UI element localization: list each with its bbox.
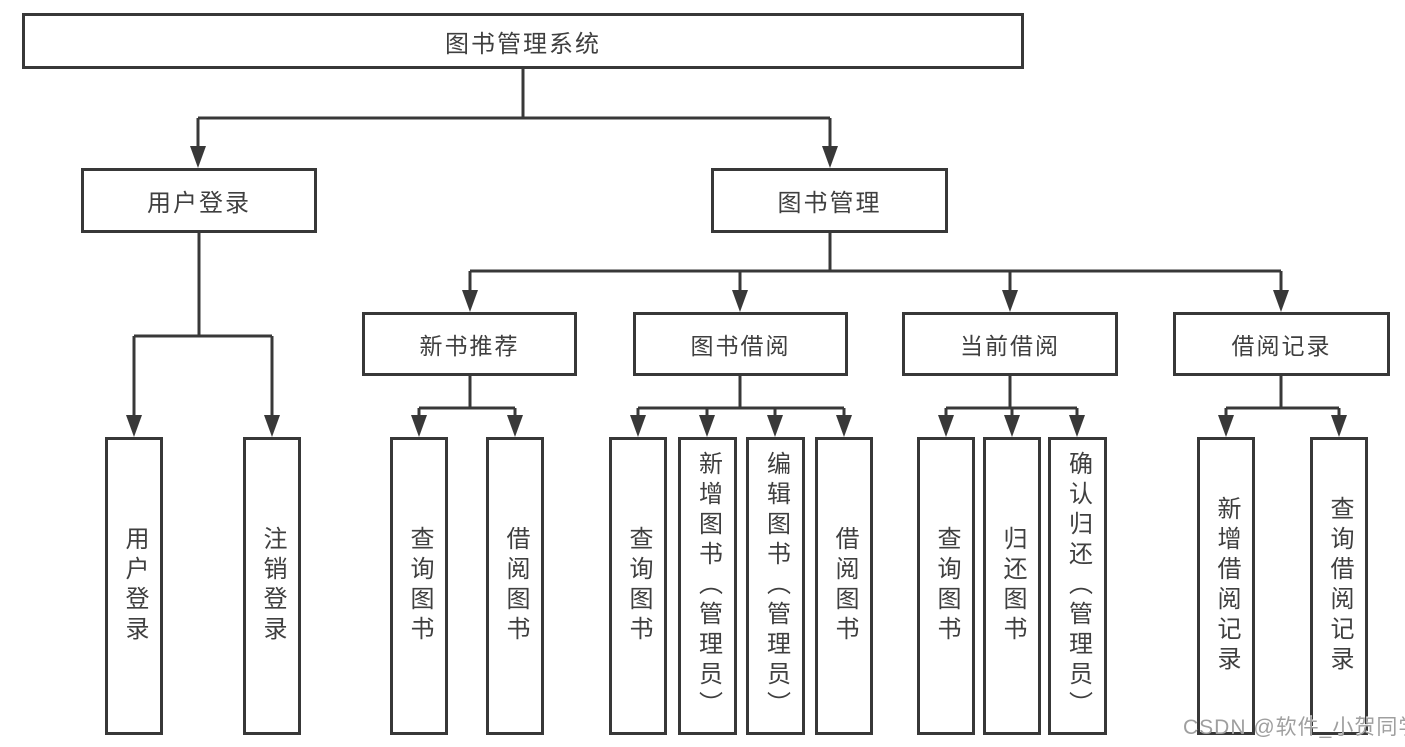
watermark: CSDN @软件_小贺同学 <box>1183 716 1405 739</box>
leaf-user-login-label: 用户登录 <box>121 526 148 646</box>
leaf-user-login: 用户登录 <box>105 437 163 735</box>
leaf-edit-books-admin: 编辑图书（管理员） <box>746 437 805 735</box>
leaf-add-borrow-record-label: 新增借阅记录 <box>1213 496 1240 676</box>
leaf-borrow-books-label: 借阅图书 <box>831 526 858 646</box>
leaf-logout: 注销登录 <box>243 437 301 735</box>
leaf-return-books: 归还图书 <box>983 437 1041 735</box>
leaf-logout-label: 注销登录 <box>259 526 286 646</box>
node-current-borrow-label: 当前借阅 <box>960 333 1060 359</box>
node-borrow-records: 借阅记录 <box>1173 312 1390 376</box>
leaf-confirm-return-admin: 确认归还（管理员） <box>1048 437 1107 735</box>
leaf-add-books-admin: 新增图书（管理员） <box>678 437 737 735</box>
leaf-query-books-recommend: 查询图书 <box>390 437 448 735</box>
node-new-book-recommend: 新书推荐 <box>362 312 577 376</box>
leaf-query-books-borrow-label: 查询图书 <box>625 526 652 646</box>
leaf-return-books-label: 归还图书 <box>999 526 1026 646</box>
leaf-borrow-books: 借阅图书 <box>815 437 873 735</box>
leaf-confirm-return-admin-label: 确认归还（管理员） <box>1064 451 1092 721</box>
leaf-query-borrow-record-label: 查询借阅记录 <box>1326 496 1353 676</box>
node-book-borrow-label: 图书借阅 <box>690 333 791 359</box>
leaf-add-borrow-record: 新增借阅记录 <box>1197 437 1255 735</box>
node-user-login-label: 用户登录 <box>147 190 251 217</box>
leaf-query-books-borrow: 查询图书 <box>609 437 667 735</box>
node-root-system: 图书管理系统 <box>22 13 1024 69</box>
leaf-borrow-books-recommend: 借阅图书 <box>486 437 544 735</box>
leaf-borrow-books-recommend-label: 借阅图书 <box>502 526 529 646</box>
node-current-borrow: 当前借阅 <box>902 312 1118 376</box>
leaf-query-books-recommend-label: 查询图书 <box>406 526 433 646</box>
node-user-login: 用户登录 <box>81 168 317 233</box>
node-new-book-recommend-label: 新书推荐 <box>419 333 520 359</box>
node-root-system-label: 图书管理系统 <box>445 30 601 58</box>
node-borrow-records-label: 借阅记录 <box>1231 333 1332 359</box>
node-book-management: 图书管理 <box>711 168 948 233</box>
leaf-query-books-current: 查询图书 <box>917 437 975 735</box>
leaf-add-books-admin-label: 新增图书（管理员） <box>694 451 722 721</box>
leaf-edit-books-admin-label: 编辑图书（管理员） <box>762 451 790 721</box>
node-book-management-label: 图书管理 <box>777 190 882 217</box>
leaf-query-borrow-record: 查询借阅记录 <box>1310 437 1368 735</box>
leaf-query-books-current-label: 查询图书 <box>933 526 960 646</box>
node-book-borrow: 图书借阅 <box>633 312 848 376</box>
